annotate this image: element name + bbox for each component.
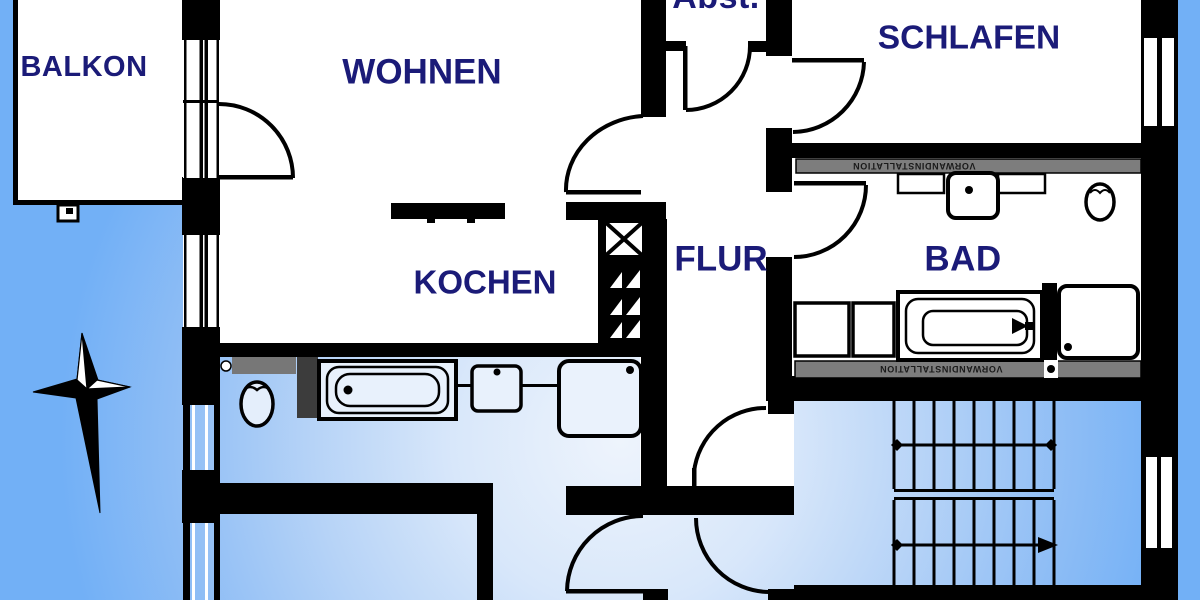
svg-text:VORWANDINSTALLATION: VORWANDINSTALLATION xyxy=(853,161,976,171)
svg-text:SCHLAFEN: SCHLAFEN xyxy=(878,20,1060,57)
svg-text:VORWANDINSTALLATION: VORWANDINSTALLATION xyxy=(880,364,1003,374)
svg-text:Abst.: Abst. xyxy=(672,0,760,16)
svg-text:FLUR: FLUR xyxy=(674,240,767,279)
svg-text:BALKON: BALKON xyxy=(20,51,147,83)
svg-text:BAD: BAD xyxy=(924,240,1001,279)
svg-text:WOHNEN: WOHNEN xyxy=(342,53,501,92)
svg-text:KOCHEN: KOCHEN xyxy=(413,264,556,301)
